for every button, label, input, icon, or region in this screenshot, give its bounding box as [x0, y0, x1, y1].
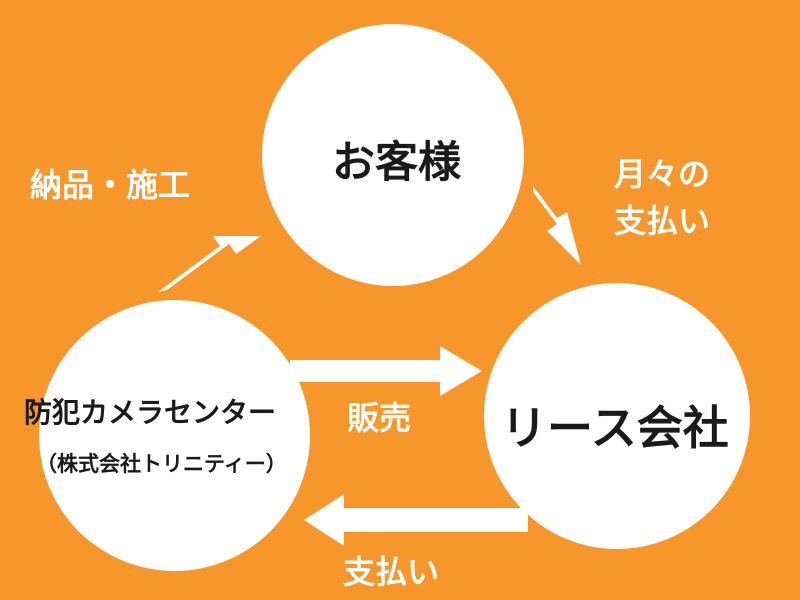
customer-circle: [262, 24, 524, 286]
customer-label: お客様: [332, 138, 461, 188]
arrow-payment: [304, 494, 528, 546]
arrow-monthly-payment: [533, 186, 581, 265]
vendor-sublabel: （株式会社トリニティー）: [36, 451, 287, 476]
monthly-label-line1: 月々の: [614, 155, 711, 193]
monthly-label-line2: 支払い: [614, 202, 711, 240]
arrow-delivery: [158, 236, 261, 292]
payment-label: 支払い: [343, 553, 440, 591]
sale-label: 販売: [347, 399, 412, 437]
vendor-circle: [39, 300, 310, 571]
leasing-label: リース会社: [501, 401, 729, 455]
vendor-label: 防犯カメラセンター: [24, 396, 277, 429]
delivery-label: 納品・施工: [30, 166, 191, 204]
leasing-circle: [484, 283, 750, 549]
arrow-sale: [290, 346, 482, 396]
